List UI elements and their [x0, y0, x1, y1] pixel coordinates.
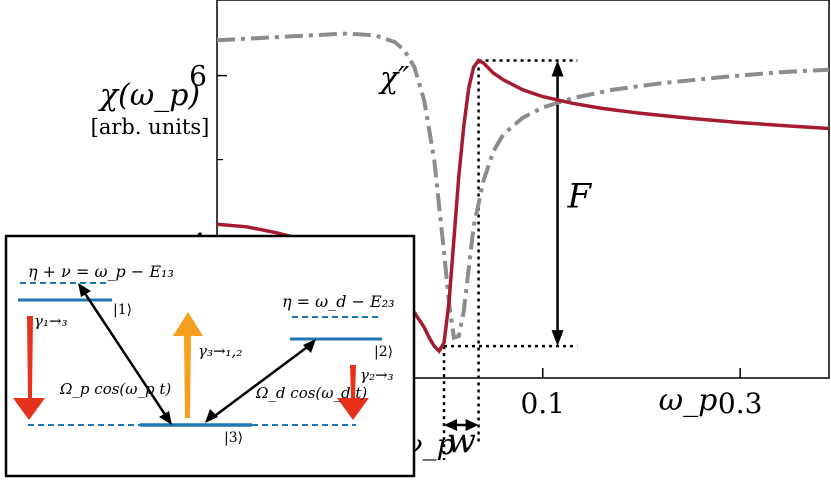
- x-tick-label: 0.3: [718, 387, 763, 420]
- gamma-2-to-3-label: γ₂→₃: [360, 366, 394, 384]
- x-tick-label: 0.1: [520, 387, 565, 420]
- w-arrow-head-right: [465, 419, 479, 431]
- gamma-1-to-3-label: γ₁→₃: [34, 312, 68, 330]
- series-label-chi-double-prime: χ″: [378, 61, 410, 96]
- gamma-3-to-1-2-label: γ₃→₁,₂: [198, 342, 242, 360]
- level-3-label: |3⟩: [224, 430, 243, 446]
- inset-label-top-right: η = ω_d − E₂₃: [282, 292, 395, 311]
- level-2-label: |2⟩: [374, 344, 393, 360]
- probe-drive-label: Ω_p cos(ω_p t): [59, 380, 171, 398]
- drive-coupling-arrow: [205, 339, 316, 423]
- inset-label-top-left: η + ν = ω_p − E₁₃: [28, 262, 174, 281]
- width-label-w: w: [447, 421, 476, 461]
- F-arrow-head-bottom: [551, 330, 564, 347]
- probe-coupling-arrow: [78, 283, 172, 425]
- decay-arrow-1-to-3: [13, 316, 45, 420]
- plot-frame: [216, 0, 830, 379]
- y-axis-unit: [arb. units]: [91, 115, 210, 139]
- x-axis-label: ω_p: [659, 383, 718, 418]
- amplitude-label-F: F: [567, 176, 593, 216]
- y-axis-label: χ(ω_p): [98, 78, 200, 113]
- inset-frame: [4, 234, 416, 478]
- y-tick-label: 6: [189, 60, 207, 93]
- series-line-chi-double-prime: [216, 31, 830, 341]
- decay-arrow-2-to-3: [337, 365, 369, 420]
- w-arrow-head-left: [444, 419, 458, 431]
- energy-level-inset: η + ν = ω_p − E₁₃ η = ω_d − E₂₃ |1⟩ |2⟩ …: [4, 234, 416, 478]
- level-1-label: |1⟩: [113, 302, 132, 318]
- control-drive-label: Ω_d cos(ω_d t): [255, 384, 367, 402]
- decay-arrow-3-to-1-2: [173, 312, 203, 418]
- F-arrow-head-top: [551, 60, 564, 77]
